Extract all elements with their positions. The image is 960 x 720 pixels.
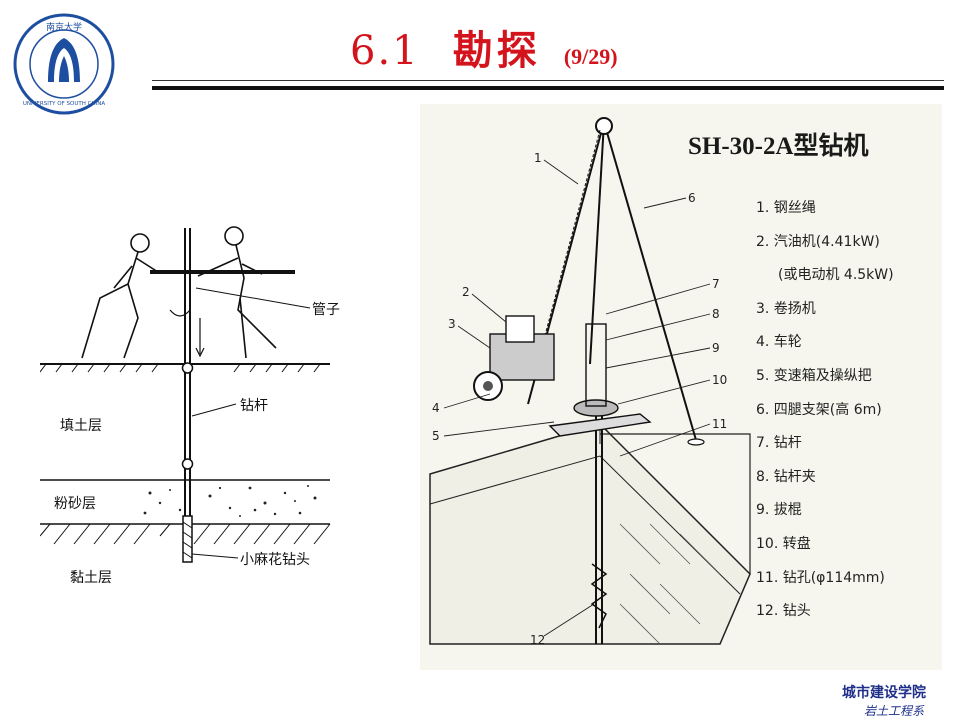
svg-text:12: 12: [530, 633, 545, 647]
label-fill-layer: 填土层: [60, 418, 102, 434]
label-pipe-wrench: 管子钳: [312, 302, 340, 318]
footer-school: 城市建设学院: [842, 685, 926, 701]
label-drill-rod: 钻杆: [240, 398, 268, 414]
svg-text:8: 8: [712, 307, 720, 321]
university-seal-icon: 南京大学 UNIVERSITY OF SOUTH CHINA: [13, 13, 115, 115]
header-divider-thick: [152, 86, 944, 90]
legend-item: 3. 卷扬机: [756, 300, 816, 317]
legend-item: 2. 汽油机(4.41kW): [756, 233, 880, 250]
legend-item: 8. 钻杆夹: [756, 468, 816, 485]
legend-item: (或电动机 4.5kW): [778, 267, 894, 284]
footer-department: 岩土工程系: [863, 704, 924, 718]
svg-text:10: 10: [712, 373, 727, 387]
page-indicator: (9/29): [563, 44, 618, 69]
svg-text:9: 9: [712, 341, 720, 355]
svg-text:4: 4: [432, 401, 440, 415]
legend-item: 1. 钢丝绳: [756, 200, 816, 216]
svg-text:7: 7: [712, 277, 720, 291]
label-clay-layer: 黏土层: [70, 570, 112, 586]
drilling-rig-figure: 1 2 3 4 5 6 7 8 9 10 11 12 SH-: [420, 104, 942, 670]
hand-auger-illustration: 管子钳 钻杆 填土层 粉砂层 黏土层 小麻花钻头: [39, 226, 354, 586]
figure-legend: 1. 钢丝绳 2. 汽油机(4.41kW) (或电动机 4.5kW) 3. 卷扬…: [756, 192, 894, 629]
legend-item: 11. 钻孔(φ114mm): [756, 569, 885, 586]
svg-text:1: 1: [534, 151, 542, 165]
header-divider-thin: [152, 80, 944, 81]
section-number: 6.1: [350, 28, 420, 74]
slide-title: 6.1 勘探 (9/29): [350, 18, 618, 74]
university-logo: 南京大学 UNIVERSITY OF SOUTH CHINA: [12, 12, 116, 116]
svg-text:5: 5: [432, 429, 440, 443]
legend-item: 7. 钻杆: [756, 435, 802, 452]
legend-item: 10. 转盘: [756, 535, 811, 552]
label-twist-bit: 小麻花钻头: [240, 552, 310, 568]
svg-text:南京大学: 南京大学: [46, 21, 82, 33]
figure-caption: SH-30-2A型钻机: [688, 133, 869, 160]
legend-item: 6. 四腿支架(高 6m): [756, 401, 882, 418]
svg-text:3: 3: [448, 317, 456, 331]
section-title: 勘探: [452, 27, 541, 74]
svg-text:2: 2: [462, 285, 470, 299]
hand-auger-diagram: 管子钳 钻杆 填土层 粉砂层 黏土层 小麻花钻头: [39, 218, 354, 608]
legend-item: 12. 钻头: [756, 603, 811, 620]
svg-text:UNIVERSITY OF SOUTH CHINA: UNIVERSITY OF SOUTH CHINA: [23, 101, 105, 107]
drilling-rig-illustration: 1 2 3 4 5 6 7 8 9 10 11 12: [429, 117, 751, 647]
svg-text:6: 6: [688, 191, 696, 205]
svg-text:11: 11: [712, 417, 727, 431]
legend-item: 4. 车轮: [756, 334, 802, 351]
legend-item: 5. 变速箱及操纵把: [756, 367, 872, 384]
legend-item: 9. 拔棍: [756, 502, 802, 519]
label-silt-sand-layer: 粉砂层: [54, 496, 96, 512]
